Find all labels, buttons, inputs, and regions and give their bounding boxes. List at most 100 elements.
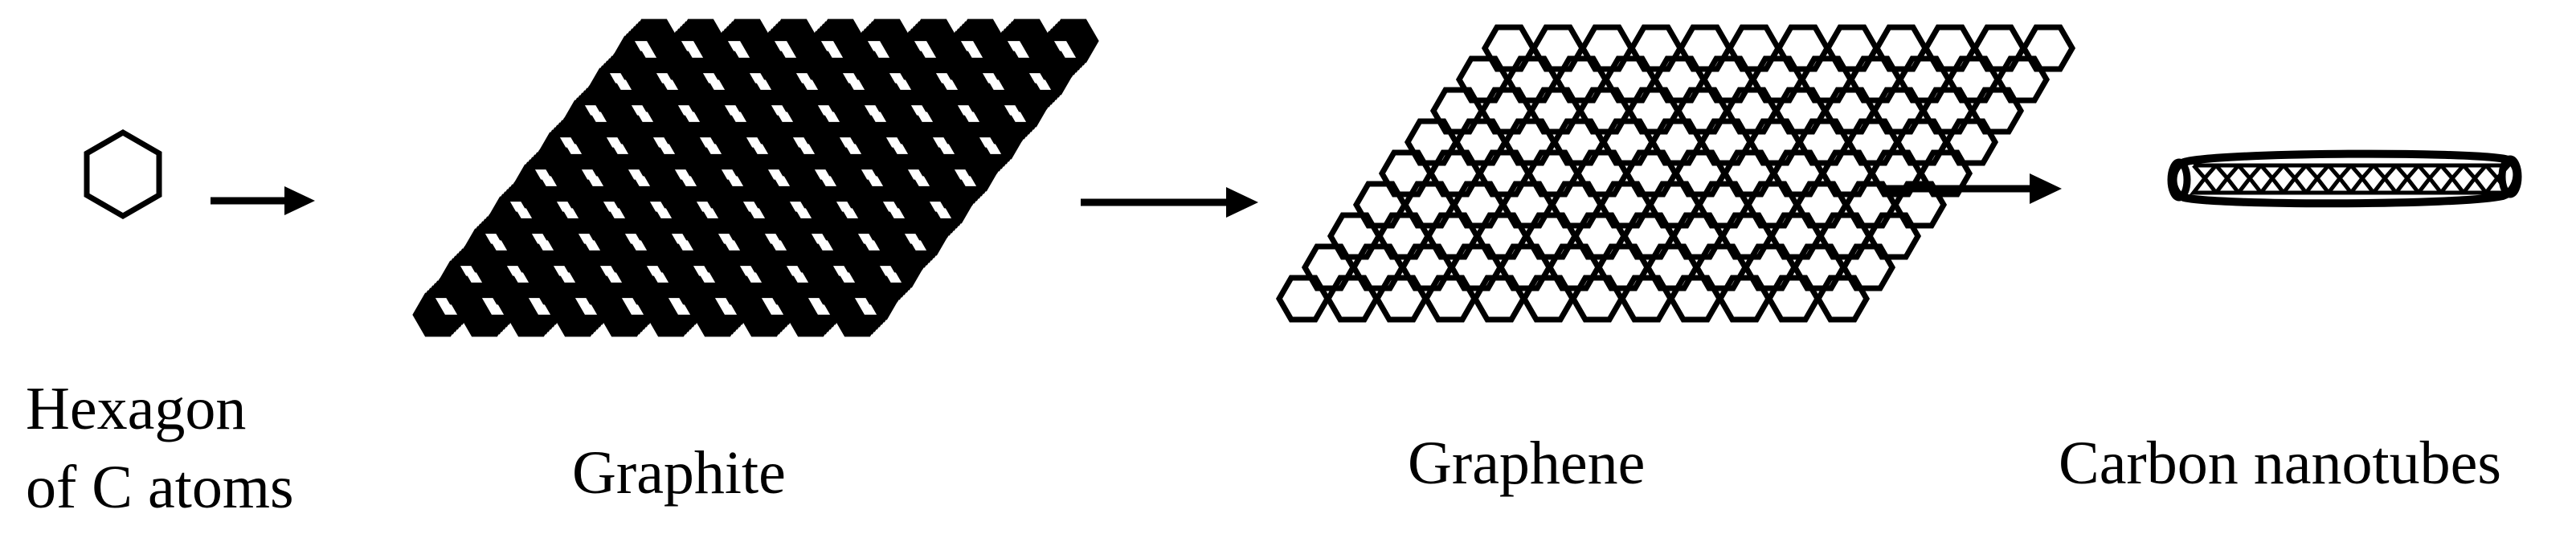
lattice-hexagon [1723,215,1771,257]
lattice-hexagon [1632,27,1680,69]
lattice-hexagon [1846,184,1895,226]
lattice-hexagon [1821,215,1869,257]
lattice-hexagon [1926,27,1974,69]
lattice-hexagon [1826,90,1874,132]
lattice-hexagon [1550,247,1598,288]
lattice-hexagon [1802,59,1850,100]
lattice-hexagon [1452,247,1500,288]
lattice-hexagon [1382,153,1430,194]
graphite-stack-icon [415,22,1096,334]
lattice-hexagon [1753,59,1801,100]
lattice-hexagon [1403,247,1451,288]
lattice-hexagon [1676,153,1724,194]
lattice-hexagon [1746,247,1794,288]
lattice-hexagon [1655,59,1703,100]
lattice-hexagon [1674,215,1722,257]
lattice-hexagon [1800,121,1848,163]
lattice-hexagon [1601,184,1650,226]
lattice-hexagon [1354,247,1402,288]
lattice-hexagon [1501,247,1549,288]
lattice-hexagon [1900,59,1948,100]
lattice-hexagon [1725,153,1773,194]
lattice-hexagon [1629,90,1678,132]
lattice-hexagon [1573,278,1621,320]
lattice-hexagon [1622,278,1670,320]
lattice-hexagon [1599,247,1647,288]
lattice-hexagon [1356,184,1405,226]
lattice-hexagon [1431,153,1479,194]
lattice-hexagon [1454,184,1503,226]
lattice-hexagon [1457,121,1505,163]
lattice-hexagon [1604,121,1652,163]
arrow-2-icon [1081,187,1258,218]
lattice-hexagon [1305,247,1353,288]
lattice-hexagon [1998,59,2046,100]
lattice-hexagon [1947,121,1995,163]
lattice-hexagon [1648,247,1696,288]
label-carbon-nanotubes: Carbon nanotubes [2059,430,2501,497]
lattice-hexagon [1774,153,1822,194]
lattice-hexagon [1475,278,1523,320]
lattice-hexagon [1772,215,1820,257]
lattice-hexagon [1531,90,1580,132]
tube-cell [2234,163,2266,195]
lattice-hexagon [1555,121,1603,163]
lattice-hexagon [1720,278,1768,320]
tube-cell [2414,163,2446,195]
lattice-hexagon [1875,90,1923,132]
lattice-hexagon [1478,215,1526,257]
lattice-hexagon [1728,90,1776,132]
tube-cell [2256,163,2288,195]
lattice-hexagon [1405,184,1454,226]
lattice-hexagon [1408,121,1456,163]
lattice-hexagon [1849,121,1897,163]
lattice-hexagon [1769,278,1818,320]
lattice-hexagon [1779,27,1827,69]
lattice-hexagon [1924,90,1972,132]
lattice-hexagon [1459,59,1507,100]
lattice-hexagon [1331,215,1379,257]
lattice-hexagon [1898,121,1946,163]
lattice-hexagon [1795,247,1843,288]
lattice-hexagon [1671,278,1719,320]
lattice-hexagon [1580,90,1629,132]
label-hexagon-line2: of C atoms [26,454,294,521]
lattice-hexagon [1653,121,1701,163]
lattice-hexagon [1625,215,1673,257]
lattice-hexagon [1279,278,1327,320]
tube-cell [2211,163,2243,195]
lattice-hexagon [1328,278,1376,320]
label-hexagon-line1: Hexagon [26,375,247,442]
tube-cell [2436,163,2468,195]
tube-cell [2369,163,2401,195]
lattice-hexagon [1650,184,1699,226]
label-graphite: Graphite [572,439,786,507]
lattice-hexagon [1380,215,1428,257]
tube-cell [2279,163,2311,195]
lattice-hexagon [1681,27,1729,69]
lattice-hexagon [1702,121,1750,163]
graphene-sheet-icon [1279,27,2072,320]
label-hexagon: Hexagon of C atoms [26,369,294,527]
lattice-hexagon [1699,184,1748,226]
label-graphene: Graphene [1408,430,1646,497]
lattice-hexagon [1503,184,1552,226]
lattice-hexagon [1529,153,1577,194]
hexagon-icon [84,128,162,220]
lattice-hexagon [1973,90,2021,132]
tube-cell [2391,163,2423,195]
lattice-hexagon [1534,27,1582,69]
lattice-hexagon [1508,59,1556,100]
lattice-hexagon [1818,278,1867,320]
lattice-hexagon [1627,153,1675,194]
lattice-hexagon [1870,215,1918,257]
lattice-hexagon [1480,153,1528,194]
lattice-hexagon [1828,27,1876,69]
lattice-hexagon [1606,59,1654,100]
lattice-hexagon [1844,247,1892,288]
tube-cell [2301,163,2333,195]
lattice-hexagon [1583,27,1631,69]
lattice-hexagon [1485,27,1533,69]
lattice-hexagon [1557,59,1605,100]
